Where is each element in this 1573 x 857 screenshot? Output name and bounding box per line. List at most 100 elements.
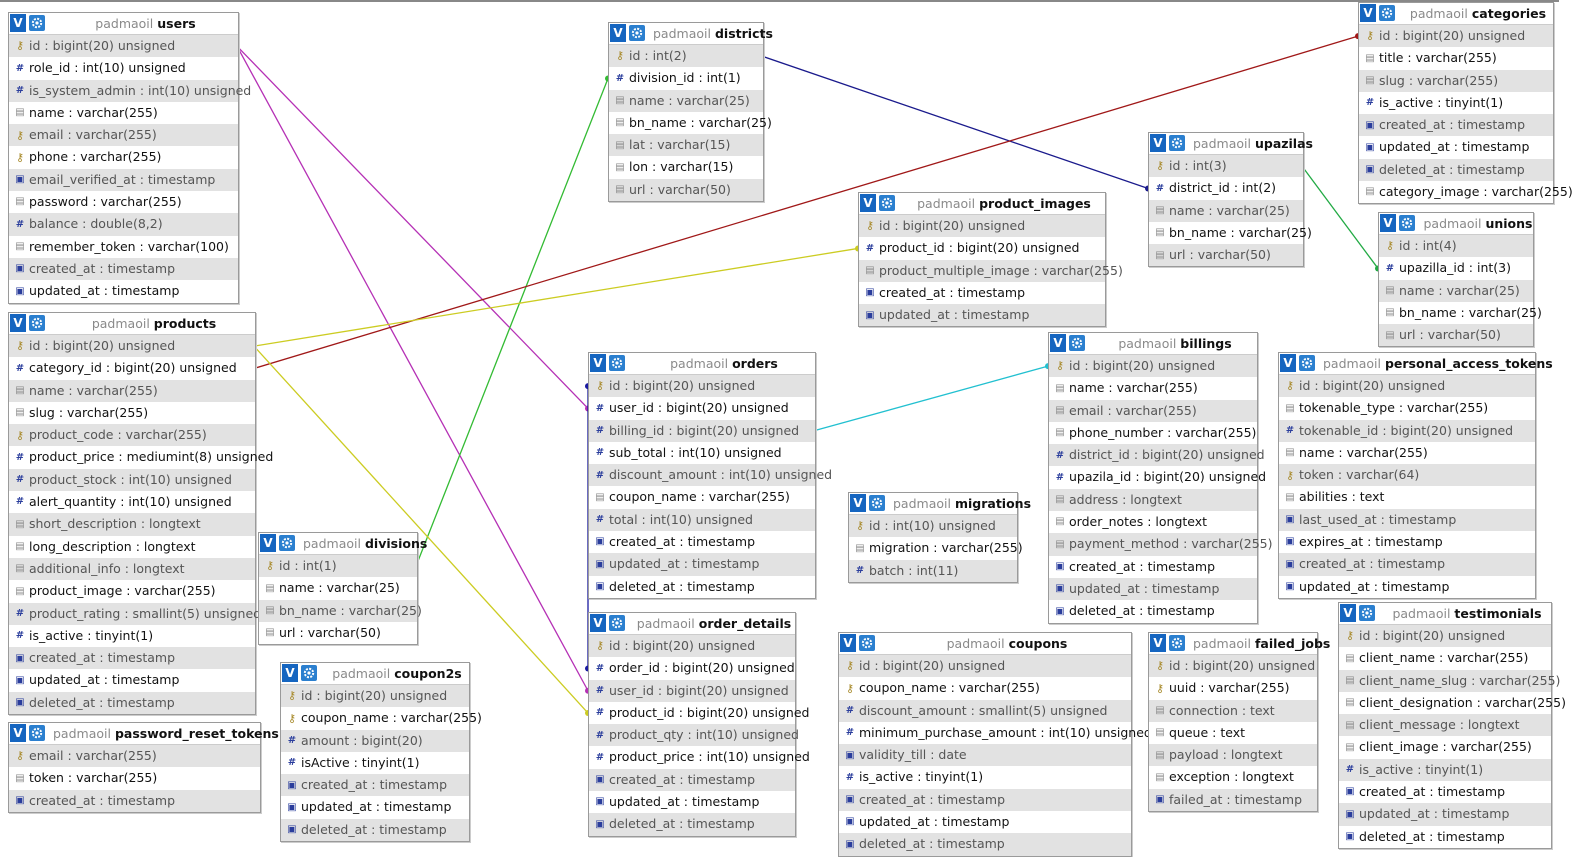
column-row[interactable]: #user_id : bigint(20) unsigned: [589, 397, 815, 420]
column-row[interactable]: ▤short_description : longtext: [9, 513, 255, 536]
column-row[interactable]: ▤title : varchar(255): [1359, 47, 1553, 70]
column-row[interactable]: ▣created_at : timestamp: [859, 281, 1105, 305]
column-row[interactable]: ▤name : varchar(25): [259, 577, 417, 600]
column-row[interactable]: ▤url : varchar(50): [1379, 324, 1533, 347]
column-row[interactable]: ▣validity_till : date: [839, 744, 1131, 767]
column-row[interactable]: ▤url : varchar(50): [609, 178, 763, 202]
column-row[interactable]: ▤name : varchar(255): [1049, 377, 1257, 400]
gear-icon[interactable]: [859, 635, 875, 651]
column-row[interactable]: ⚷id : bigint(20) unsigned: [1339, 625, 1551, 648]
column-row[interactable]: ▣created_at : timestamp: [9, 257, 238, 281]
gear-icon[interactable]: [869, 495, 885, 511]
gear-icon[interactable]: [1379, 5, 1395, 21]
column-row[interactable]: #upazila_id : bigint(20) unsigned: [1049, 466, 1266, 489]
column-row[interactable]: ▤lat : varchar(15): [609, 134, 763, 157]
column-row[interactable]: ▣created_at : timestamp: [839, 788, 1131, 812]
column-row[interactable]: ▤name : varchar(255): [9, 379, 255, 402]
column-row[interactable]: ⚷id : int(2): [609, 45, 763, 68]
column-row[interactable]: ▤bn_name : varchar(25): [609, 111, 772, 135]
column-row[interactable]: #product_qty : int(10) unsigned: [589, 724, 799, 747]
column-row[interactable]: ▣updated_at : timestamp: [589, 791, 795, 814]
view-toggle-button[interactable]: V: [590, 614, 606, 632]
column-row[interactable]: #billing_id : bigint(20) unsigned: [589, 419, 815, 442]
column-row[interactable]: #amount : bigint(20): [281, 729, 469, 752]
column-row[interactable]: ▤client_name : varchar(255): [1339, 647, 1551, 670]
column-row[interactable]: ▣updated_at : timestamp: [1049, 577, 1257, 601]
column-row[interactable]: ▣updated_at : timestamp: [281, 796, 469, 819]
column-row[interactable]: ⚷id : bigint(20) unsigned: [1149, 655, 1317, 678]
view-toggle-button[interactable]: V: [1050, 334, 1066, 352]
column-row[interactable]: #is_active : tinyint(1): [1339, 758, 1551, 782]
column-row[interactable]: ▤bn_name : varchar(25): [259, 599, 422, 622]
column-row[interactable]: ▣updated_at : timestamp: [9, 280, 238, 303]
column-row[interactable]: ▤name : varchar(255): [1279, 441, 1535, 465]
column-row[interactable]: ▣updated_at : timestamp: [1359, 136, 1553, 159]
view-toggle-button[interactable]: V: [850, 494, 866, 512]
view-toggle-button[interactable]: V: [1280, 354, 1296, 372]
column-row[interactable]: #role_id : int(10) unsigned: [9, 57, 238, 80]
column-row[interactable]: ▤category_image : varchar(255): [1359, 181, 1573, 204]
column-row[interactable]: ⚷id : bigint(20) unsigned: [839, 655, 1131, 678]
view-toggle-button[interactable]: V: [590, 354, 606, 372]
column-row[interactable]: #is_active : tinyint(1): [839, 766, 1131, 789]
column-row[interactable]: ▤product_multiple_image : varchar(255): [859, 259, 1123, 282]
column-row[interactable]: ⚷id : int(4): [1379, 235, 1533, 258]
column-row[interactable]: ⚷id : bigint(20) unsigned: [589, 635, 795, 658]
column-row[interactable]: ▤name : varchar(25): [609, 89, 763, 112]
gear-icon[interactable]: [301, 665, 317, 681]
column-row[interactable]: #total : int(10) unsigned: [589, 508, 815, 532]
gear-icon[interactable]: [1299, 355, 1315, 371]
column-row[interactable]: #product_rating : smallint(5) unsigned: [9, 602, 261, 625]
column-row[interactable]: #division_id : int(1): [609, 67, 763, 90]
column-row[interactable]: ▤tokenable_type : varchar(255): [1279, 397, 1535, 420]
column-row[interactable]: ▣updated_at : timestamp: [859, 304, 1105, 327]
column-row[interactable]: ⚷id : bigint(20) unsigned: [9, 35, 238, 58]
column-row[interactable]: ▤long_description : longtext: [9, 535, 255, 558]
column-row[interactable]: ⚷coupon_name : varchar(255): [281, 707, 482, 730]
gear-icon[interactable]: [1359, 605, 1375, 621]
column-row[interactable]: ⚷id : bigint(20) unsigned: [281, 685, 469, 708]
column-row[interactable]: ▤client_name_slug : varchar(255): [1339, 669, 1560, 692]
column-row[interactable]: ▤bn_name : varchar(25): [1379, 301, 1542, 325]
column-row[interactable]: ▣email_verified_at : timestamp: [9, 168, 238, 192]
column-row[interactable]: ▣deleted_at : timestamp: [839, 833, 1131, 856]
column-row[interactable]: ▤product_image : varchar(255): [9, 580, 255, 603]
column-row[interactable]: ⚷id : bigint(20) unsigned: [1359, 25, 1553, 48]
column-row[interactable]: ▤payment_method : varchar(255): [1049, 533, 1273, 556]
view-toggle-button[interactable]: V: [10, 14, 26, 32]
column-row[interactable]: ▣last_used_at : timestamp: [1279, 508, 1535, 532]
column-row[interactable]: ▤url : varchar(50): [259, 621, 417, 645]
column-row[interactable]: #tokenable_id : bigint(20) unsigned: [1279, 419, 1535, 442]
view-toggle-button[interactable]: V: [840, 634, 856, 652]
view-toggle-button[interactable]: V: [1150, 134, 1166, 152]
column-row[interactable]: ▤password : varchar(255): [9, 191, 238, 214]
column-row[interactable]: ▤slug : varchar(255): [9, 401, 255, 425]
column-row[interactable]: ▤payload : longtext: [1149, 744, 1317, 767]
column-row[interactable]: #is_system_admin : int(10) unsigned: [9, 79, 251, 102]
column-row[interactable]: ▣failed_at : timestamp: [1149, 788, 1317, 812]
column-row[interactable]: ▤coupon_name : varchar(255): [589, 486, 815, 509]
column-row[interactable]: ▤remember_token : varchar(100): [9, 235, 238, 258]
column-row[interactable]: ▣created_at : timestamp: [1049, 555, 1257, 578]
gear-icon[interactable]: [1069, 335, 1085, 351]
column-row[interactable]: ▣expires_at : timestamp: [1279, 531, 1535, 554]
